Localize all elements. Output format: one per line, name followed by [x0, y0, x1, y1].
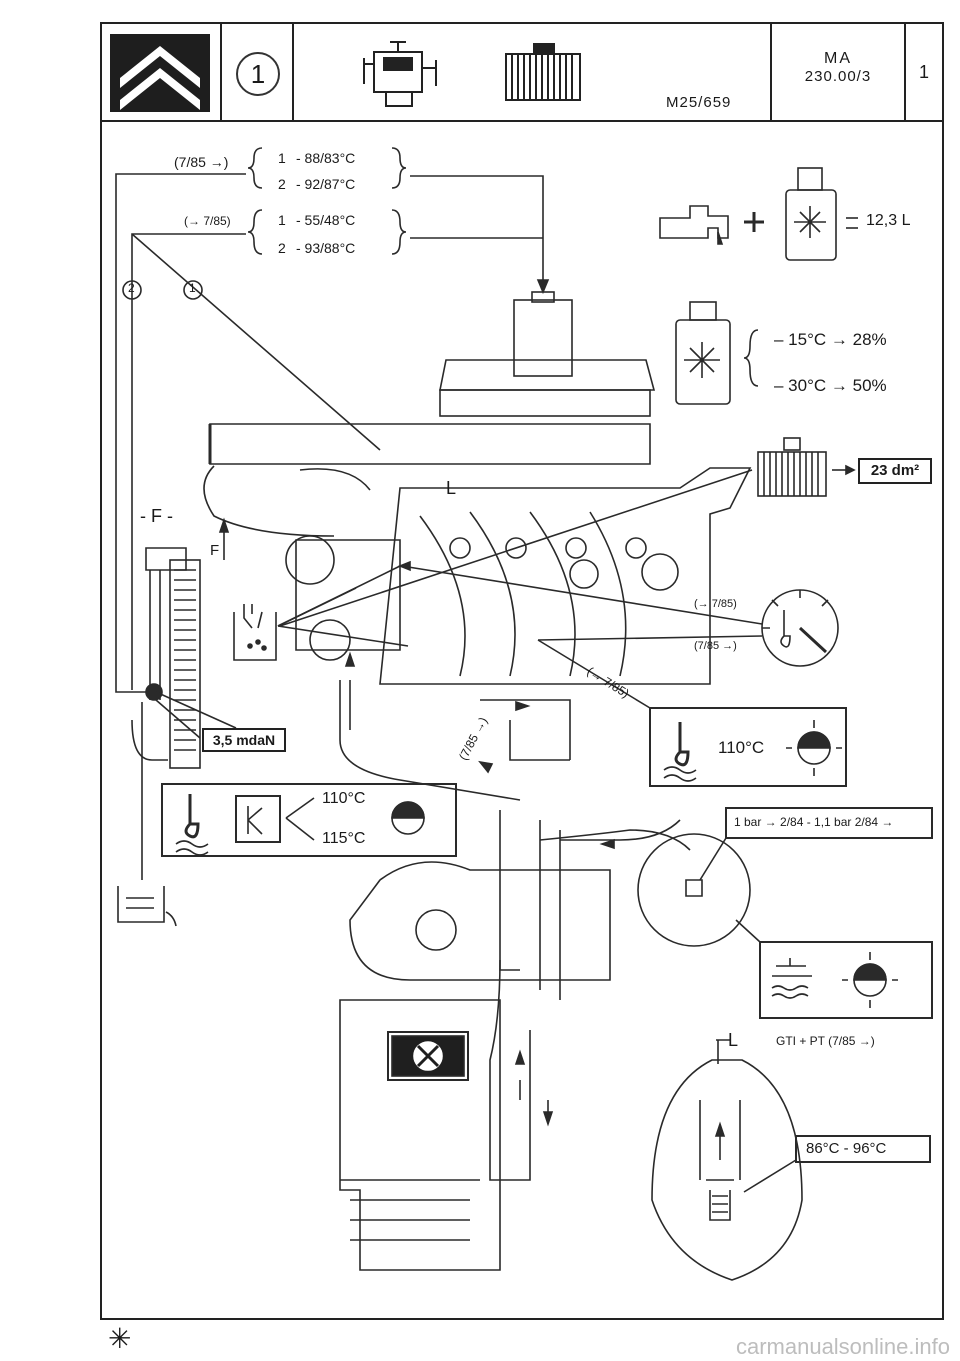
section-number-cell: 1: [222, 24, 294, 120]
spec-before-1: - 55/48°C: [296, 212, 356, 228]
spec-before-2-marker: 2: [278, 240, 286, 256]
sensor-after-label: (7/85 →): [694, 640, 737, 652]
reservoir-lower: [560, 819, 751, 947]
spec-after-2-marker: 2: [278, 176, 286, 192]
fan-on-temp: 110°C: [322, 790, 366, 807]
spec-after-2: - 92/87°C: [296, 176, 356, 192]
filler-title: - F -: [140, 506, 173, 526]
spec-before-2: - 93/88°C: [296, 240, 356, 256]
antifreeze-bottle-icon: [675, 301, 731, 405]
warning-temp-value: 110°C: [718, 738, 765, 757]
header: 1 M25/659 MA: [100, 22, 944, 122]
brace-antifreeze: [743, 329, 759, 387]
warning-lamp-group: [649, 707, 847, 787]
torque-label: 3,5 mdaN: [202, 728, 286, 752]
thermostat-detail: [651, 1039, 803, 1281]
page-number: 1: [918, 62, 929, 82]
antifreeze-row-1: – 15°C → 28%: [774, 330, 887, 349]
radiator-icon: [505, 43, 581, 101]
fan-off-temp: 115°C: [322, 830, 366, 847]
engine-icon: [363, 41, 437, 107]
pressure-spec: 1 bar → 2/84 - 1,1 bar 2/84 →: [734, 815, 894, 829]
plus-icon: [744, 212, 764, 232]
capacity-value: 12,3 L: [866, 212, 911, 229]
header-icons-cell: M25/659: [294, 24, 772, 120]
coolant-bottle-icon: [785, 167, 837, 261]
brace-after-left: [247, 147, 263, 189]
gti-label: GTI + PT (7/85 →): [776, 1034, 875, 1048]
page-number-cell: 1: [906, 24, 942, 120]
sensor-before-label: (→ 7/85): [694, 598, 737, 610]
marker-2-circle: [122, 280, 142, 300]
filler-cap-group: [759, 941, 933, 1019]
spec-after-label: (7/85 →): [174, 154, 229, 170]
brace-before-right: [391, 209, 407, 255]
fan-icon: [391, 1035, 465, 1077]
antifreeze-row-2: – 30°C → 50%: [774, 376, 887, 395]
spec-before-label: (→ 7/85): [184, 214, 231, 228]
filler-arrow-label: F: [210, 542, 220, 559]
header-logo-cell: [102, 24, 222, 120]
spec-after-1: - 88/83°C: [296, 150, 356, 166]
footer-mark: ✳: [108, 1323, 132, 1354]
document-code: M25/659: [666, 94, 732, 111]
marker-1-label: 1: [189, 281, 196, 295]
watermark: carmanualsonline.info: [735, 1334, 950, 1359]
thermostat-temp-box: [795, 1135, 931, 1163]
reference-cell: MA 230.00/3: [772, 24, 906, 120]
section-number: 1: [236, 52, 280, 96]
brace-after-right: [391, 147, 407, 189]
drain-container-icon: [117, 886, 177, 927]
coolant-level-icon: [233, 604, 277, 661]
top-hose: [209, 423, 651, 465]
radiator-area-label: 23 dm²: [858, 458, 932, 484]
pressure-box: [725, 807, 933, 839]
thermostat-marker-L: L: [446, 478, 457, 498]
heater-housing: [339, 861, 611, 1271]
spec-after-1-marker: 1: [278, 150, 286, 166]
radiator-hose: [203, 465, 335, 537]
expansion-tank: [439, 291, 656, 417]
thermostat-open-temp: 86°C - 96°C: [806, 1140, 887, 1157]
thermostat-detail-marker: L: [728, 1030, 739, 1050]
tap-icon: [659, 205, 729, 245]
temp-gauge-icon: [761, 589, 839, 667]
citroen-logo-icon: [110, 34, 210, 112]
radiator: [131, 547, 201, 769]
radiator-small-icon: [757, 437, 827, 497]
marker-2-label: 2: [128, 281, 135, 295]
reference-line-1: MA: [824, 50, 852, 67]
engine-block: [285, 467, 752, 685]
spec-before-1-marker: 1: [278, 212, 286, 228]
fan-switch-group: [161, 783, 457, 857]
reference-line-2: 230.00/3: [804, 68, 872, 85]
marker-1-circle: [183, 280, 203, 300]
brace-before-left: [247, 209, 263, 255]
